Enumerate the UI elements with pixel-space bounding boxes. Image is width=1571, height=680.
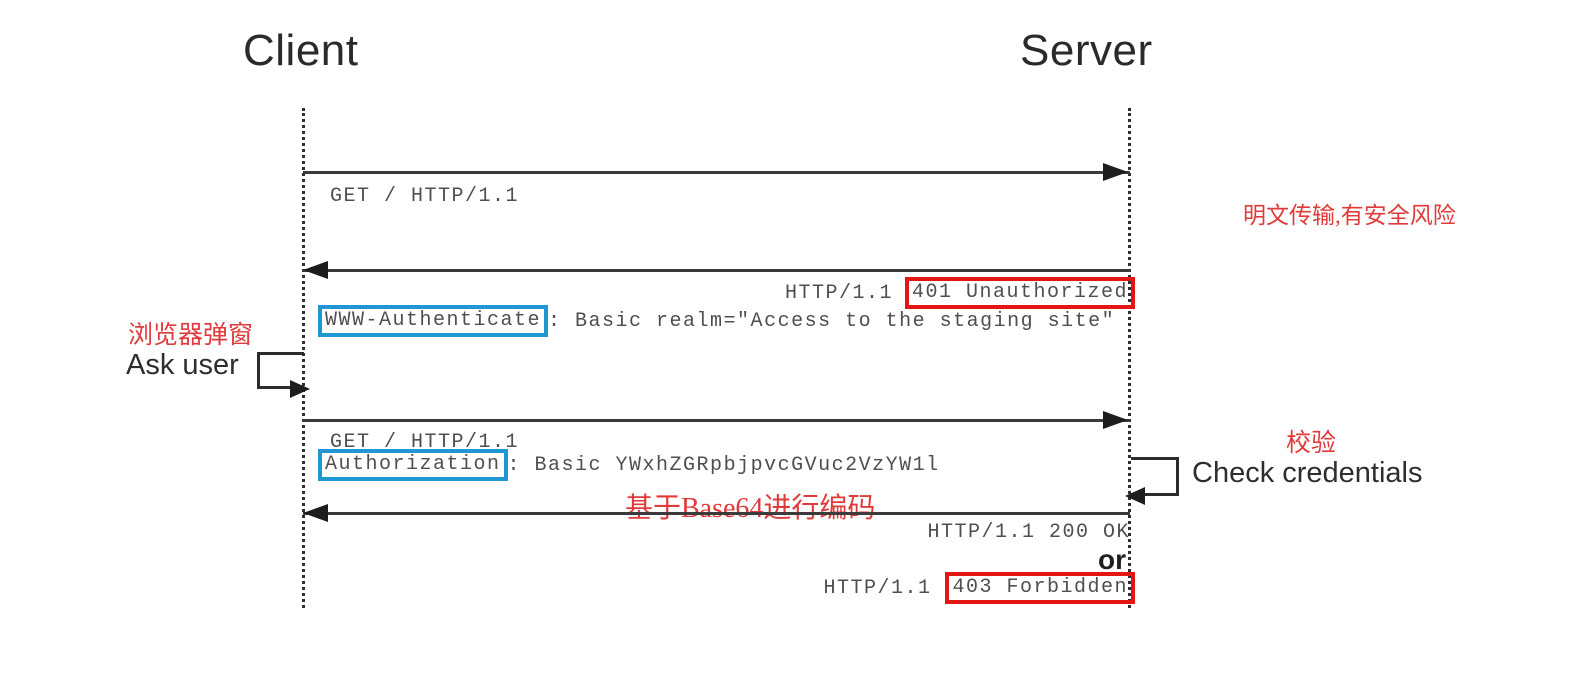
request2-arrow — [303, 411, 1130, 429]
ask-user-selfloop-arrow — [257, 352, 310, 398]
server-actor-label: Server — [1020, 26, 1153, 75]
request1-label: GET / HTTP/1.1 — [330, 185, 520, 208]
request2-label: GET / HTTP/1.1 — [330, 431, 520, 454]
arrow-right-icon — [290, 380, 310, 398]
request2-header-rest: : Basic YWxhZGRpbjpvcGVuc2VzYW1l — [507, 453, 940, 477]
www-authenticate-highlight-box: WWW-Authenticate — [318, 305, 549, 337]
response2-ok-label: HTTP/1.1 200 OK — [927, 521, 1130, 544]
request1-arrow — [303, 163, 1130, 181]
response1-arrow — [303, 261, 1130, 279]
arrow-left-icon — [303, 504, 328, 522]
client-actor-label: Client — [243, 26, 359, 75]
arrow-shaft — [303, 419, 1130, 422]
ask-user-label: Ask user — [126, 349, 239, 381]
status-403-highlight-box: 403 Forbidden — [945, 572, 1135, 604]
client-lifeline — [302, 108, 305, 608]
base64-note: 基于Base64进行编码 — [625, 493, 876, 524]
response2-arrow — [303, 504, 1130, 522]
authorization-highlight-box: Authorization — [318, 449, 508, 481]
browser-popup-note: 浏览器弹窗 — [128, 322, 254, 349]
check-cn-note: 校验 — [1286, 430, 1337, 457]
server-lifeline — [1128, 108, 1131, 608]
arrow-shaft — [303, 269, 1130, 272]
response2-forbidden-prefix: HTTP/1.1 — [823, 576, 932, 600]
plaintext-warning-note: 明文传输,有安全风险 — [1243, 203, 1456, 228]
response1-prefix: HTTP/1.1 — [784, 281, 893, 305]
status-401-highlight-box: 401 Unauthorized — [904, 277, 1135, 309]
check-credentials-label: Check credentials — [1192, 457, 1423, 489]
response1-header-line: WWW-Authenticate : Basic realm="Access t… — [318, 305, 1115, 337]
request2-header-line: Authorization : Basic YWxhZGRpbjpvcGVuc2… — [318, 449, 940, 481]
response1-status-line: HTTP/1.1 401 Unauthorized — [785, 277, 1135, 309]
arrow-shaft — [303, 171, 1130, 174]
arrow-left-icon — [1125, 487, 1145, 505]
arrow-shaft — [303, 512, 1130, 515]
arrow-left-icon — [303, 261, 328, 279]
or-label: or — [1098, 544, 1126, 575]
arrow-right-icon — [1103, 163, 1128, 181]
response2-forbidden-line: HTTP/1.1 403 Forbidden — [823, 572, 1135, 604]
response1-header-rest: : Basic realm="Access to the staging sit… — [548, 309, 1116, 333]
check-credentials-selfloop-arrow — [1125, 457, 1179, 505]
arrow-right-icon — [1103, 411, 1128, 429]
